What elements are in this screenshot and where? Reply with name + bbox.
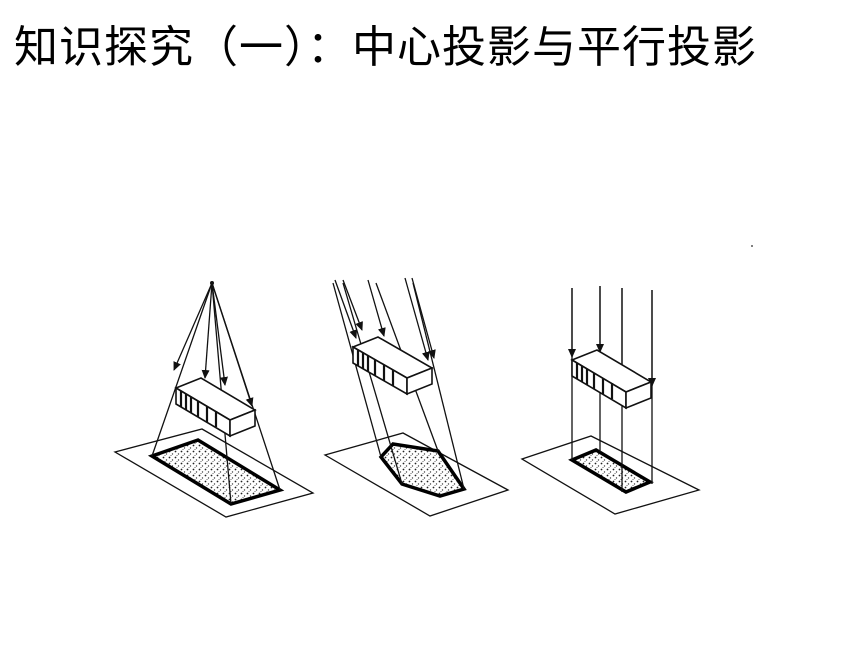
ground-plane	[113, 428, 315, 518]
projection-rays	[332, 277, 465, 490]
shadow-projection	[378, 442, 467, 498]
ground-plane	[520, 435, 701, 515]
light-source-point	[210, 281, 214, 285]
central-projection-panel	[113, 281, 315, 518]
shadow-projection	[147, 438, 285, 506]
orthogonal-projection-panel	[520, 286, 701, 515]
slide-title: 知识探究（一）：中心投影与平行投影	[14, 22, 757, 73]
shadow-projection	[568, 448, 654, 494]
box-object	[174, 377, 257, 438]
box-object	[570, 349, 653, 410]
oblique-projection-panel	[323, 277, 510, 517]
box-object	[351, 336, 434, 396]
